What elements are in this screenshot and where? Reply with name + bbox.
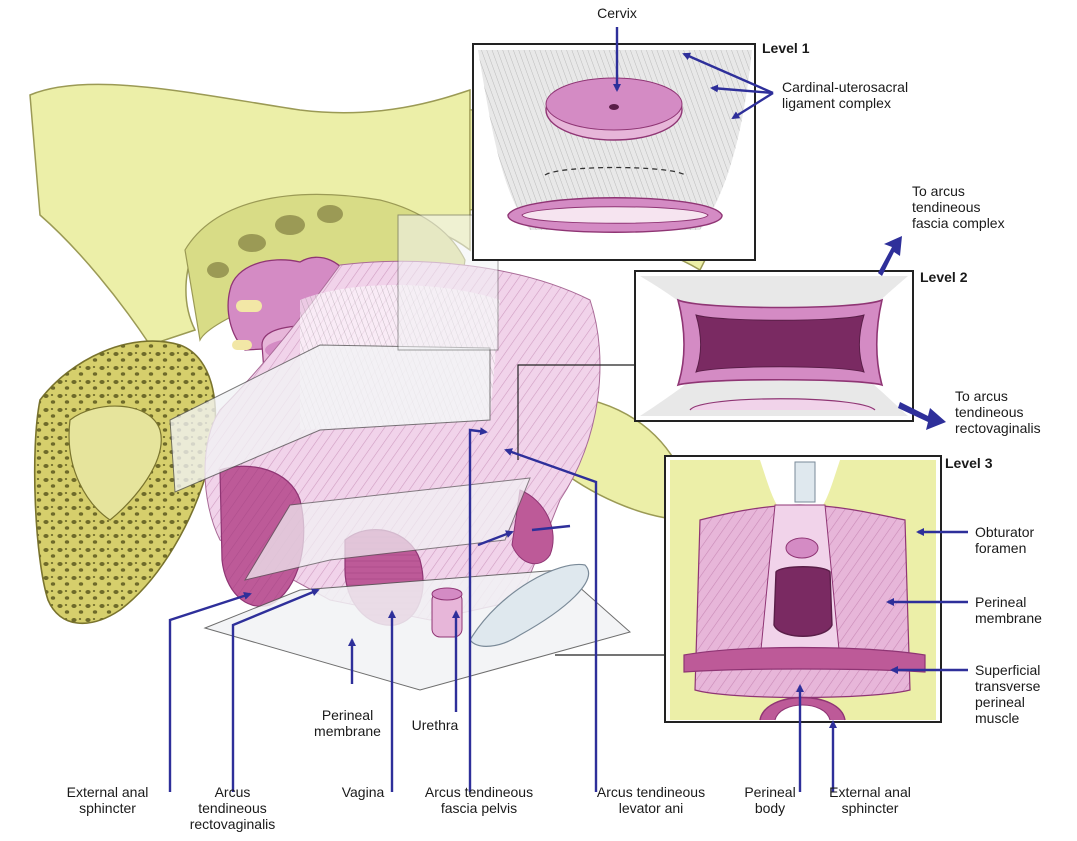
level2-title: Level 2 xyxy=(920,269,967,285)
level1-inset xyxy=(473,44,755,260)
label-urethra: Urethra xyxy=(395,717,475,733)
level2-inset xyxy=(635,271,913,421)
label-arcus-tendineous-levator-ani: Arcus tendineous levator ani xyxy=(580,784,722,816)
label-perineal-body: Perineal body xyxy=(730,784,810,816)
level1-title: Level 1 xyxy=(762,40,809,56)
label-arcus-tendineous-fascia-pelvis: Arcus tendineous fascia pelvis xyxy=(408,784,550,816)
label-vagina: Vagina xyxy=(328,784,398,800)
label-superficial-transverse: Superficial transverse perineal muscle xyxy=(975,662,1040,726)
label-to-arcus-rectovaginalis: To arcus tendineous rectovaginalis xyxy=(955,388,1041,436)
label-arcus-tendineous-rectovaginalis: Arcus tendineous rectovaginalis xyxy=(175,784,290,832)
label-obturator-foramen: Obturator foramen xyxy=(975,524,1034,556)
label-to-arcus-fascia: To arcus tendineous fascia complex xyxy=(912,183,1005,231)
label-external-anal-sphincter-right: External anal sphincter xyxy=(815,784,925,816)
label-cardinal-uterosacral: Cardinal-uterosacral ligament complex xyxy=(782,79,908,111)
label-perineal-membrane-right: Perineal membrane xyxy=(975,594,1042,626)
level3-title: Level 3 xyxy=(945,455,992,471)
level3-inset xyxy=(665,456,941,722)
label-external-anal-sphincter-left: External anal sphincter xyxy=(50,784,165,816)
label-cervix: Cervix xyxy=(577,5,657,21)
label-perineal-membrane-left: Perineal membrane xyxy=(290,707,405,739)
